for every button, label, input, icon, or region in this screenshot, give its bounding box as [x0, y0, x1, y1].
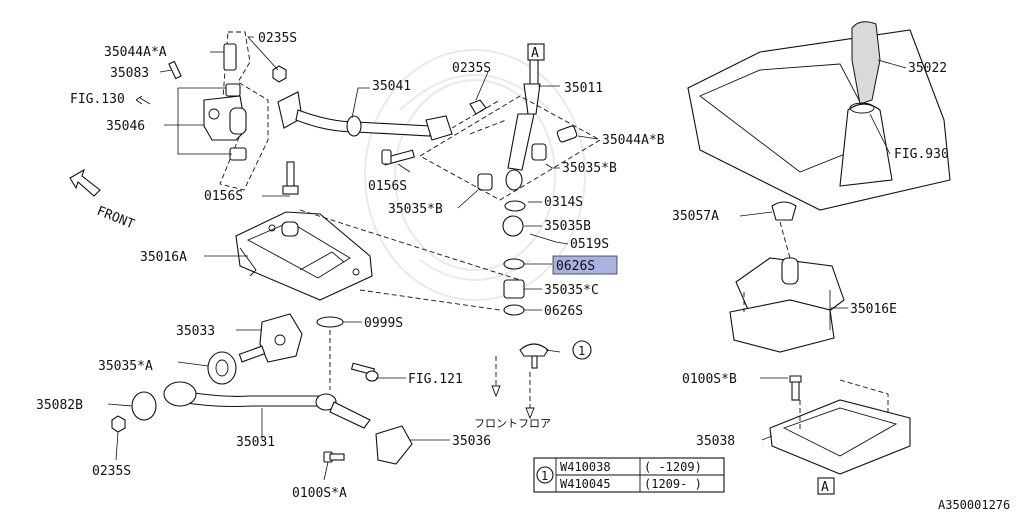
label-fig121[interactable]: FIG.121	[408, 372, 463, 387]
label-0235s-mid[interactable]: 0235S	[452, 61, 491, 76]
label-fig130[interactable]: FIG.130	[70, 92, 125, 107]
callout-1-icon: 1	[572, 340, 592, 360]
label-35083[interactable]: 35083	[110, 66, 149, 81]
front-label: FRONT	[95, 204, 137, 233]
shift-lever-assembly	[316, 53, 601, 328]
label-35022[interactable]: 35022	[908, 61, 947, 76]
ref-box-a-top: A	[527, 43, 545, 61]
svg-text:A: A	[531, 46, 539, 61]
label-35082b[interactable]: 35082B	[36, 398, 83, 413]
label-0100s-b[interactable]: 0100S*B	[682, 372, 737, 387]
front-arrow-icon	[69, 168, 101, 197]
label-35035-b-right[interactable]: 35035*B	[562, 161, 617, 176]
highlight-0626s	[552, 255, 618, 275]
label-35036[interactable]: 35036	[452, 434, 491, 449]
table-row-1-range: ( -1209)	[644, 460, 702, 474]
svg-text:1: 1	[578, 344, 585, 358]
upper-left-assembly	[168, 31, 299, 195]
bolt-0156s-mid	[381, 149, 415, 166]
label-35046[interactable]: 35046	[106, 119, 145, 134]
table-callout: 1	[541, 469, 548, 483]
label-35011[interactable]: 35011	[564, 81, 603, 96]
label-35016e[interactable]: 35016E	[850, 302, 897, 317]
label-35035b[interactable]: 35035B	[544, 219, 591, 234]
label-35044a-b[interactable]: 35044A*B	[602, 133, 665, 148]
svg-text:A: A	[821, 480, 829, 495]
label-0156s-mid[interactable]: 0156S	[368, 179, 407, 194]
housing-35016a	[235, 209, 521, 390]
label-35031[interactable]: 35031	[236, 435, 275, 450]
label-0626s-highlighted[interactable]: 0626S	[556, 259, 595, 274]
part-labels: 35044A*A 35083 FIG.130 35046 0235S 0156S…	[36, 31, 1010, 512]
diagram-id: A350001276	[938, 498, 1010, 512]
table-row-2-part[interactable]: W410045	[560, 477, 611, 491]
label-35038[interactable]: 35038	[696, 434, 735, 449]
label-35057a[interactable]: 35057A	[672, 209, 719, 224]
label-0235s-bottom[interactable]: 0235S	[92, 464, 131, 479]
leader-lines	[107, 36, 907, 481]
label-0235s-top[interactable]: 0235S	[258, 31, 297, 46]
label-fig930[interactable]: FIG.930	[894, 147, 949, 162]
label-0156s-left[interactable]: 0156S	[204, 189, 243, 204]
label-35016a[interactable]: 35016A	[140, 250, 187, 265]
frame-35038	[769, 375, 911, 475]
part-number-table: 1 W410038 ( -1209) W410045 (1209- )	[533, 457, 725, 493]
label-35035-c[interactable]: 35035*C	[544, 283, 599, 298]
front-floor-label: フロントフロア	[474, 417, 551, 430]
label-35035-b-left[interactable]: 35035*B	[388, 202, 443, 217]
table-row-2-range: (1209- )	[644, 477, 702, 491]
label-35035-a[interactable]: 35035*A	[98, 359, 153, 374]
ref-box-a-bottom: A	[817, 477, 835, 495]
label-0314s[interactable]: 0314S	[544, 195, 583, 210]
label-0999s[interactable]: 0999S	[364, 316, 403, 331]
label-0626s-low[interactable]: 0626S	[544, 304, 583, 319]
label-35044a-a[interactable]: 35044A*A	[104, 45, 167, 60]
lower-linkage	[111, 313, 413, 465]
label-0519s[interactable]: 0519S	[570, 237, 609, 252]
table-row-1-part[interactable]: W410038	[560, 460, 611, 474]
console-35022	[687, 21, 951, 211]
front-floor-arrows	[491, 343, 549, 420]
label-0100s-a[interactable]: 0100S*A	[292, 486, 347, 501]
label-35041[interactable]: 35041	[372, 79, 411, 94]
selector-rod	[277, 91, 507, 141]
label-35033[interactable]: 35033	[176, 324, 215, 339]
console-35016e	[729, 201, 845, 353]
